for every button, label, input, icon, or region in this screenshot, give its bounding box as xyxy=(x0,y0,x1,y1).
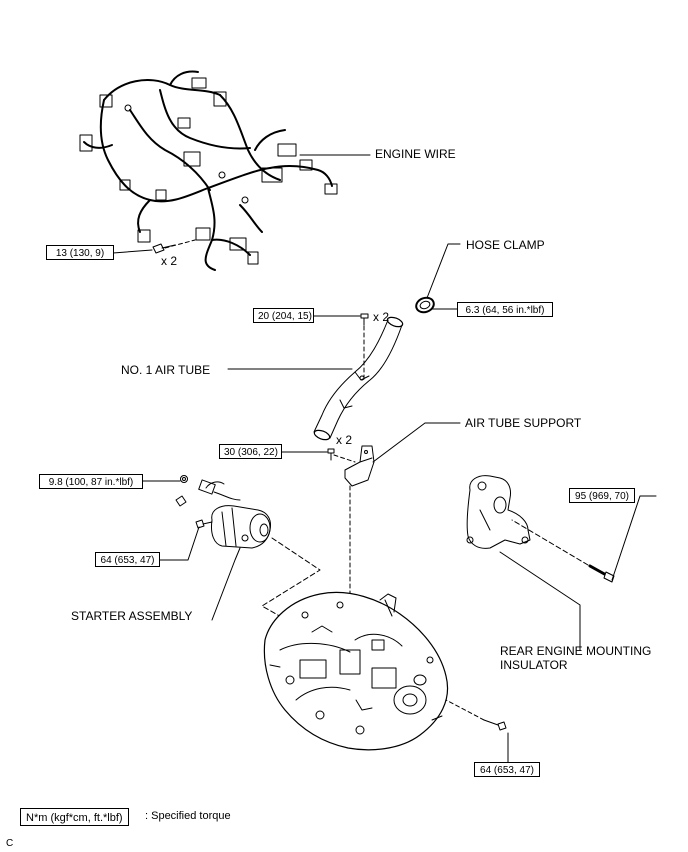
no1-air-tube-part xyxy=(313,316,404,441)
rear-engine-mounting-label-line1: REAR ENGINE MOUNTING xyxy=(500,644,652,658)
quantity-wire-bolt: x 2 xyxy=(161,254,178,268)
torque-mount-bolt: 95 (969, 70) xyxy=(569,488,635,503)
torque-hose-clamp: 6.3 (64, 56 in.*lbf) xyxy=(457,302,553,317)
wire-bolt xyxy=(152,243,176,254)
air-tube-support-label: AIR TUBE SUPPORT xyxy=(465,416,582,430)
quantity-tube-bolt: x 2 xyxy=(373,310,390,324)
torque-transaxle-bolt: 64 (653, 47) xyxy=(474,762,540,777)
hose-clamp-label: HOSE CLAMP xyxy=(466,238,545,252)
torque-starter-bolt: 64 (653, 47) xyxy=(95,552,160,567)
figure-code: C xyxy=(6,838,14,849)
rear-engine-mounting-label-line2: INSULATOR xyxy=(500,658,568,672)
tube-bolt xyxy=(360,313,369,326)
transaxle-housing xyxy=(263,591,449,751)
support-bolt xyxy=(327,448,335,461)
hose-clamp-part xyxy=(415,296,435,314)
quantity-support-bolt: x 2 xyxy=(336,433,353,447)
legend-torque-unit: N*m (kgf*cm, ft.*lbf) xyxy=(20,808,129,826)
no1-air-tube-label: NO. 1 AIR TUBE xyxy=(121,363,211,377)
legend-description: : Specified torque xyxy=(145,810,231,822)
mount-bolt xyxy=(588,564,615,583)
torque-support-bolt: 30 (306, 22) xyxy=(219,444,282,459)
rear-engine-mounting-insulator-part xyxy=(466,475,531,549)
starter-assembly-label: STARTER ASSEMBLY xyxy=(71,609,193,623)
torque-starter-nut: 9.8 (100, 87 in.*lbf) xyxy=(39,474,143,489)
starter-bolt xyxy=(195,519,213,529)
torque-wire-bolt: 13 (130, 9) xyxy=(46,245,114,260)
torque-tube-bolt: 20 (204, 15) xyxy=(253,308,314,323)
engine-wire-harness xyxy=(79,70,338,271)
starter-nut xyxy=(180,475,188,483)
engine-wire-label: ENGINE WIRE xyxy=(375,147,456,161)
transaxle-bolt xyxy=(483,719,507,731)
starter-assembly-part xyxy=(198,479,271,549)
air-tube-support-part xyxy=(344,445,375,487)
